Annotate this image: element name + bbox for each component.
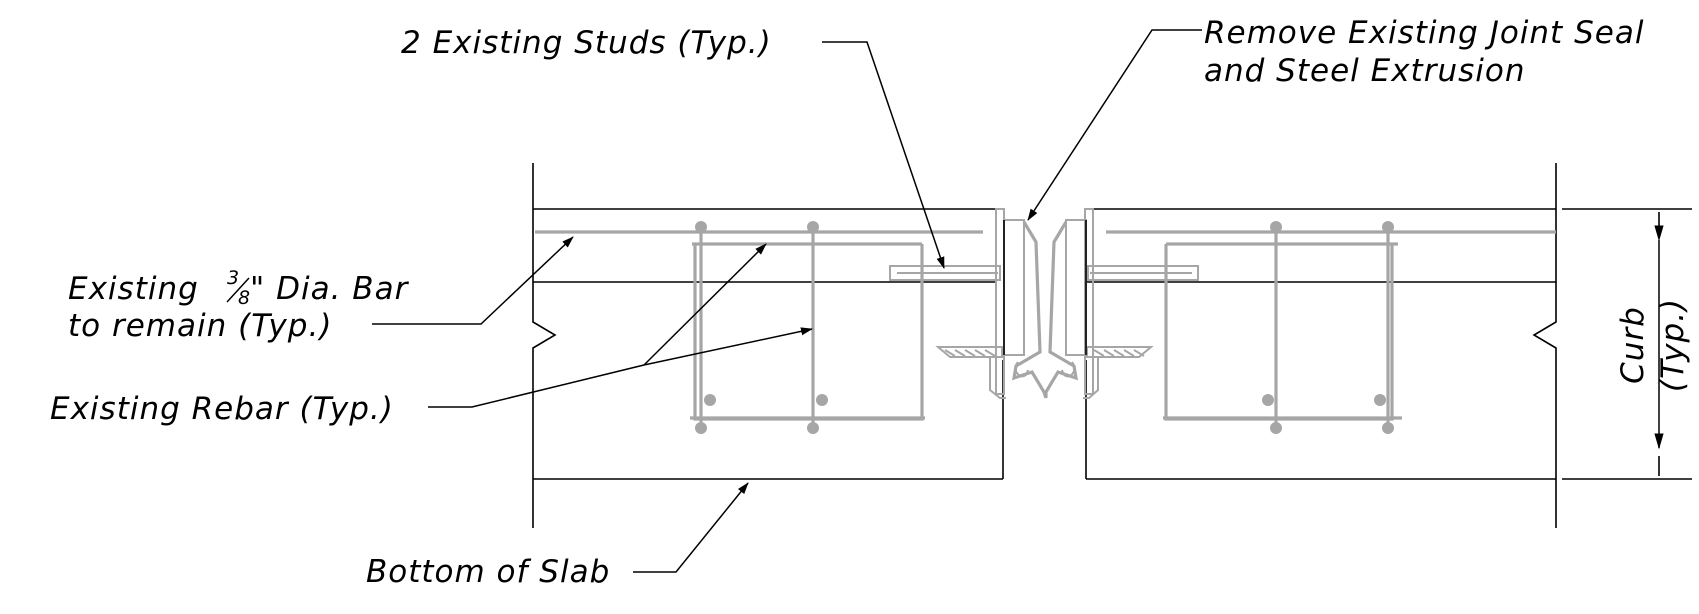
curb-dimension (1562, 208, 1692, 480)
bar-fraction-denominator: 8 (238, 287, 250, 309)
bottom-of-slab-label: Bottom of Slab (366, 554, 610, 590)
remove-seal-label-line2: and Steel Extrusion (1204, 53, 1525, 89)
leaders (372, 29, 1202, 573)
curb-label-line1: Curb (1615, 306, 1651, 384)
curb-label-line2: (Typ.) (1655, 298, 1691, 392)
bar-fraction-numerator: 3 (227, 267, 239, 289)
bar-label-suffix: " Dia. Bar (250, 271, 410, 307)
joint-seal-assembly (935, 208, 1154, 399)
right-rebar-cage (1087, 221, 1556, 434)
right-slab-outline (1085, 163, 1557, 528)
left-slab-outline (532, 163, 1004, 528)
left-rebar-cage (535, 221, 1001, 434)
bar-label: Existing 3 8 " Dia. Bar to remain (Typ.) (68, 267, 410, 344)
bar-label-line2: to remain (Typ.) (68, 308, 332, 344)
studs-label: 2 Existing Studs (Typ.) (401, 25, 772, 61)
remove-seal-label-line1: Remove Existing Joint Seal (1204, 15, 1644, 51)
bar-label-prefix: Existing (68, 271, 199, 307)
curb-label: Curb (Typ.) (1615, 298, 1691, 392)
rebar-label: Existing Rebar (Typ.) (50, 391, 394, 427)
